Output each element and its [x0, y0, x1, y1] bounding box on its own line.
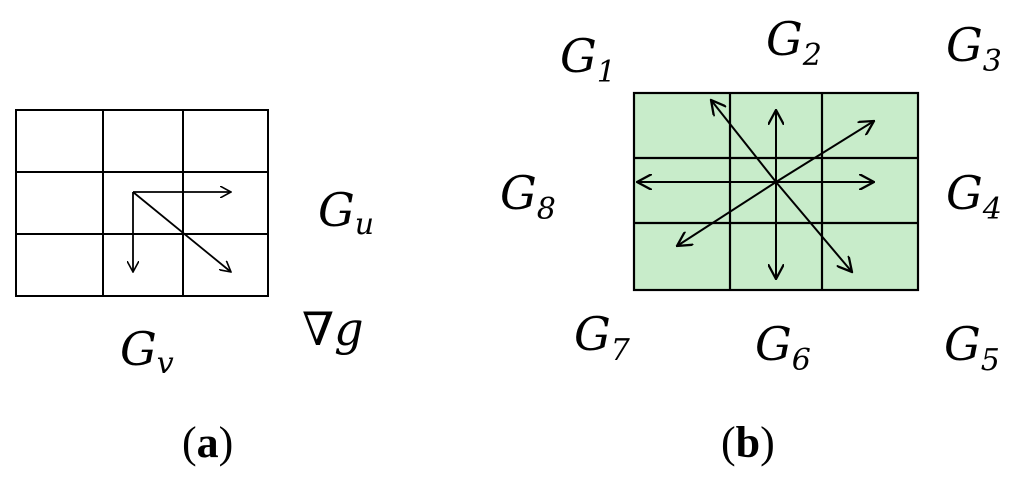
label-g1: G1: [560, 29, 616, 90]
panel-b-arrows: [637, 100, 874, 279]
panel-a-grid: [15, 109, 269, 297]
arrow-g3: [775, 121, 874, 183]
arrow-gradient: [132, 191, 231, 272]
label-gv: Gv: [120, 322, 174, 381]
label-gradient: ∇g: [302, 302, 364, 356]
label-g6: G6: [755, 317, 811, 378]
panel-a-arrows: [133, 192, 231, 272]
label-g5: G5: [944, 317, 1000, 378]
panel-b: G1 G2 G3 G4 G5 G6 G7 G8 (b): [500, 12, 1002, 467]
caption-a: (a): [182, 418, 233, 467]
label-g2: G2: [766, 12, 822, 73]
label-gu: Gu: [318, 183, 374, 242]
label-g3: G3: [946, 18, 1002, 79]
label-g7: G7: [574, 307, 631, 368]
panel-a: Gu Gv ∇g (a): [15, 109, 374, 467]
arrow-g5: [775, 181, 852, 272]
caption-b: (b): [721, 418, 775, 467]
arrow-g7: [677, 181, 777, 246]
label-g4: G4: [946, 166, 1002, 227]
arrow-g1: [711, 100, 777, 183]
label-g8: G8: [500, 166, 556, 227]
